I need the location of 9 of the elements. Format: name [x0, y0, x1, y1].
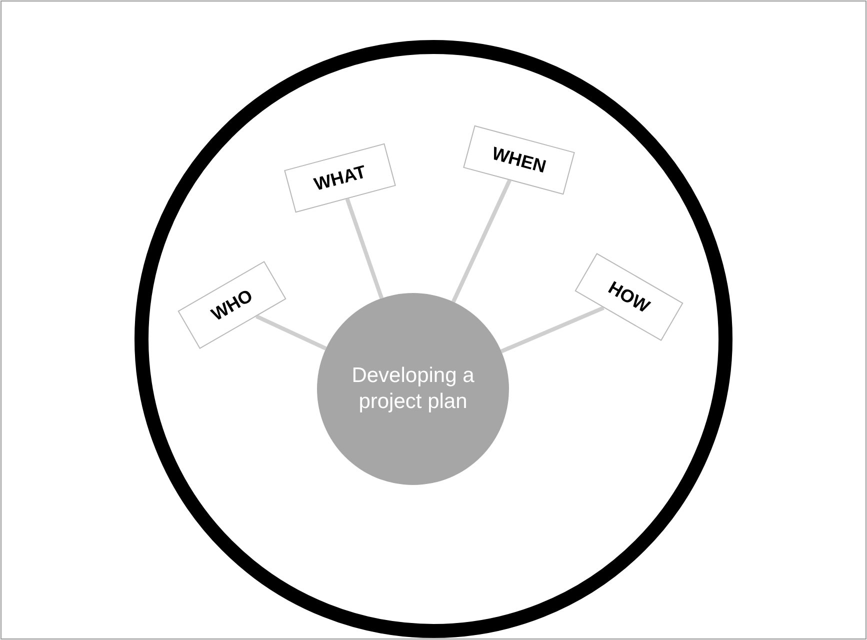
connector-line [256, 314, 327, 350]
connector-line [345, 198, 384, 299]
topic-label: WHO [208, 284, 256, 326]
topic-label: WHAT [312, 161, 368, 195]
center-title: Developing a project plan [350, 362, 476, 415]
connector-line [500, 306, 604, 354]
topic-label: HOW [604, 276, 654, 318]
topic-label: WHEN [490, 142, 548, 178]
connector-line [452, 179, 512, 303]
